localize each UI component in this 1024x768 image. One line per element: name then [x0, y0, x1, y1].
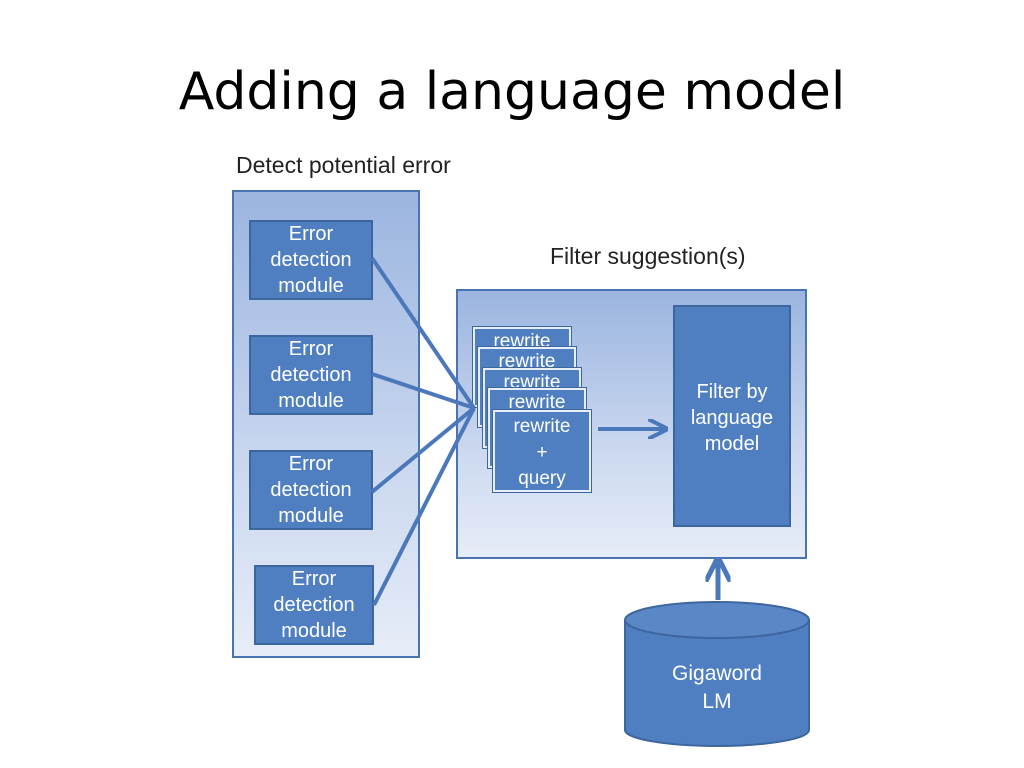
rewrite-label: rewrite — [503, 372, 561, 393]
slide-title: Adding a language model — [178, 62, 846, 122]
filter-section-label: Filter suggestion(s) — [550, 243, 746, 269]
module-line: module — [278, 275, 344, 297]
rewrite-label: rewrite — [513, 416, 571, 437]
connector-line-4 — [372, 407, 476, 606]
module-connectors — [370, 256, 476, 606]
module-line: detection — [270, 479, 352, 501]
detect-section-label: Detect potential error — [236, 152, 451, 178]
db-label-line: LM — [702, 690, 732, 713]
module-line: detection — [270, 249, 352, 271]
rewrite-label: rewrite — [498, 351, 556, 372]
filter-box-line: language — [690, 407, 774, 429]
module-line: Error — [288, 453, 334, 475]
module-line: detection — [270, 364, 352, 386]
rewrite-label: rewrite — [493, 331, 551, 352]
query-label: query — [518, 468, 566, 489]
error-detection-module-4: Error detection module — [254, 565, 374, 645]
plus-label: + — [536, 442, 548, 463]
db-label-line: Gigaword — [672, 662, 762, 685]
module-line: Error — [291, 568, 337, 590]
error-detection-module-3: Error detection module — [249, 450, 373, 530]
gigaword-database-icon — [624, 601, 810, 747]
filter-box-line: Filter by — [696, 381, 768, 403]
module-line: module — [281, 620, 347, 642]
gigaword-lm-label: Gigaword LM — [625, 660, 809, 716]
filter-box-line: model — [704, 433, 760, 455]
connector-line-3 — [370, 406, 476, 494]
module-line: Error — [288, 338, 334, 360]
connector-line-2 — [371, 372, 475, 410]
module-line: module — [278, 505, 344, 527]
module-line: Error — [288, 223, 334, 245]
rewrite-label: rewrite — [508, 392, 566, 413]
filter-by-language-model-box: Filter by language model — [673, 305, 791, 527]
error-detection-module-2: Error detection module — [249, 335, 373, 415]
module-line: module — [278, 390, 344, 412]
module-line: detection — [273, 594, 355, 616]
connector-line-1 — [370, 256, 476, 410]
rewrite-query-card: rewrite + query — [492, 409, 592, 493]
